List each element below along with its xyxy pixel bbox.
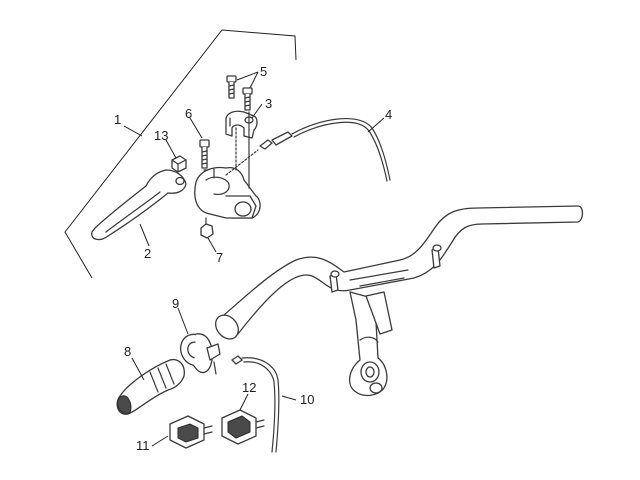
callout-3: 3 <box>265 96 272 111</box>
clamp-cap[interactable] <box>225 110 258 139</box>
callout-labels: 1 2 3 4 5 6 7 8 9 10 11 12 13 <box>114 64 392 453</box>
leader-lines <box>123 71 385 447</box>
pivot-nut[interactable] <box>171 155 187 173</box>
bar-bolts[interactable] <box>329 244 442 293</box>
switch-12[interactable] <box>221 409 265 445</box>
callout-11: 11 <box>136 438 150 453</box>
switch-11[interactable] <box>169 415 213 449</box>
callout-5: 5 <box>260 64 267 79</box>
callout-6: 6 <box>185 106 192 121</box>
throttle-cable[interactable] <box>231 355 280 453</box>
callout-13: 13 <box>154 128 168 143</box>
pivot-bolt[interactable] <box>199 139 210 169</box>
callout-9: 9 <box>172 296 179 311</box>
callout-7: 7 <box>216 250 223 265</box>
callout-4: 4 <box>385 107 392 122</box>
lever-bracket-body[interactable] <box>194 166 261 219</box>
callout-10: 10 <box>300 392 314 407</box>
assembly-bracket <box>64 29 297 279</box>
grip[interactable] <box>116 358 185 415</box>
handlebar[interactable] <box>211 205 584 343</box>
callout-2: 2 <box>144 246 151 261</box>
brake-lever[interactable] <box>91 169 187 241</box>
clamp-bolt[interactable] <box>200 217 214 239</box>
callout-12: 12 <box>242 380 256 395</box>
callout-1: 1 <box>114 112 121 127</box>
handlebar-mount[interactable] <box>349 291 393 397</box>
throttle-housing[interactable] <box>176 330 221 375</box>
clamp-screws[interactable] <box>226 75 253 111</box>
callout-8: 8 <box>124 344 131 359</box>
